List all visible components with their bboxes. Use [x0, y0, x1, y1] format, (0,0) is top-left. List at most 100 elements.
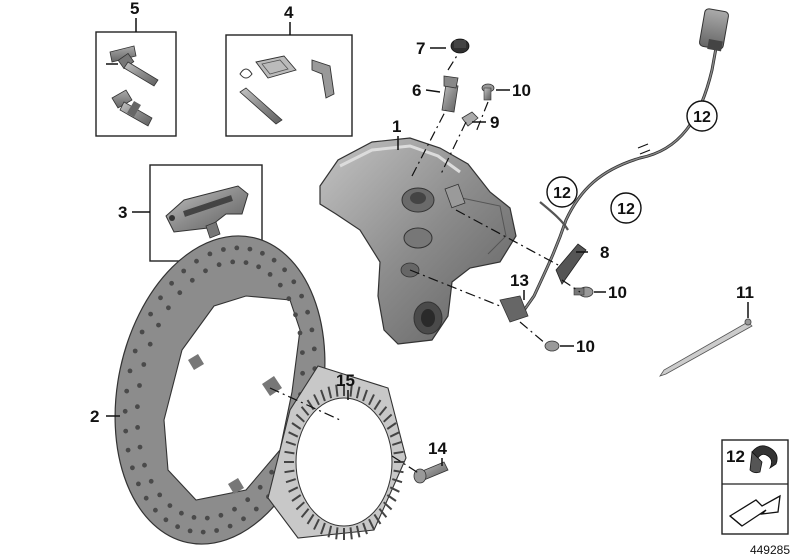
disc-hole — [204, 515, 210, 521]
abs-tooth — [320, 522, 326, 535]
callout-2: 2 — [90, 407, 99, 426]
disc-hole — [286, 296, 292, 302]
abs-tooth — [386, 422, 397, 430]
disc-hole — [127, 368, 133, 374]
bolt-part-5-upper — [109, 45, 159, 87]
sensor-part-8 — [555, 243, 587, 285]
abs-tooth — [389, 486, 400, 493]
abs-tooth — [284, 469, 295, 474]
disc-hole — [157, 492, 163, 498]
callout-8: 8 — [600, 243, 609, 262]
diagram-reference-number: 449285 — [750, 543, 790, 557]
abs-tooth — [393, 469, 404, 474]
inset-callout-12: 12 — [726, 447, 745, 466]
callout-15: 15 — [336, 371, 355, 390]
abs-tooth — [327, 525, 333, 538]
disc-hole — [309, 327, 315, 333]
disc-hole — [267, 272, 273, 277]
disc-hole — [132, 348, 138, 354]
disc-hole — [167, 503, 173, 508]
disc-hole — [189, 277, 195, 283]
disc-hole — [207, 251, 213, 257]
disc-hole — [136, 481, 141, 487]
abs-tooth — [335, 384, 339, 397]
brake-pads-part-3 — [165, 185, 249, 239]
abs-tooth — [288, 486, 299, 493]
disc-hole — [124, 388, 130, 394]
abs-tooth — [362, 522, 368, 535]
abs-tooth — [383, 413, 393, 423]
disc-hole — [291, 279, 297, 285]
disc-hole — [148, 478, 154, 484]
inset-box-part-12 — [721, 439, 789, 535]
disc-hole — [179, 510, 184, 516]
callout-1: 1 — [392, 117, 401, 136]
callout-3: 3 — [118, 203, 127, 222]
disc-hole — [218, 512, 224, 518]
disc-hole — [305, 309, 310, 315]
abs-tooth — [285, 478, 297, 484]
callout-4: 4 — [284, 3, 294, 22]
sensor-cable-part-12 — [499, 8, 729, 323]
callouts: 1 2 3 4 5 6 7 8 9 10 10 10 11 13 14 15 1… — [90, 0, 754, 458]
cable-tie-part-11 — [659, 318, 753, 377]
bolt-part-14 — [413, 461, 449, 484]
disc-hole — [260, 250, 265, 256]
disc-hole — [139, 329, 145, 335]
disc-hole — [147, 341, 153, 347]
abs-tooth — [349, 527, 353, 540]
svg-text:12: 12 — [693, 109, 711, 126]
bleeder-valve-part-6 — [441, 75, 459, 113]
disc-hole — [137, 444, 143, 450]
abs-tooth — [355, 525, 361, 538]
leader-lines — [106, 18, 749, 466]
callout-6: 6 — [412, 81, 421, 100]
disc-hole — [153, 507, 158, 513]
disc-hole — [256, 264, 261, 270]
abs-tooth — [378, 508, 388, 518]
abs-tooth — [300, 406, 310, 416]
disc-hole — [187, 528, 193, 534]
disc-hole — [123, 428, 129, 434]
screw-part-10-upper — [481, 83, 495, 101]
abs-tooth — [284, 450, 295, 455]
disc-hole — [122, 408, 128, 414]
disc-hole — [299, 293, 304, 299]
disc-hole — [311, 346, 317, 352]
disc-hole — [247, 246, 253, 252]
abs-tooth — [393, 450, 404, 455]
callout-10-lower: 10 — [576, 337, 595, 356]
abs-tooth — [320, 389, 326, 402]
disc-hole — [125, 447, 131, 453]
circled-callout-12-left: 12 — [546, 176, 578, 208]
disc-hole — [282, 267, 287, 273]
abs-tooth — [391, 440, 403, 446]
disc-hole — [221, 247, 226, 252]
abs-tooth — [295, 413, 305, 423]
disc-hole — [169, 280, 175, 286]
disc-hole — [297, 330, 303, 336]
disc-hole — [234, 245, 240, 251]
abs-tooth — [288, 431, 299, 438]
disc-hole — [194, 258, 199, 264]
disc-hole — [163, 517, 169, 523]
disc-hole — [137, 383, 142, 388]
disc-hole — [175, 524, 181, 530]
abs-tooth — [355, 386, 361, 399]
disc-hole — [142, 462, 147, 468]
svg-text:12: 12 — [553, 185, 571, 202]
callout-10-middle: 10 — [608, 283, 627, 302]
callout-7: 7 — [416, 39, 425, 58]
disc-hole — [135, 425, 141, 430]
screw-part-10-lower — [544, 340, 560, 352]
callout-10-upper: 10 — [512, 81, 531, 100]
assembly-lines — [269, 53, 581, 475]
clip-part-12-inset — [749, 445, 778, 474]
callout-13: 13 — [510, 271, 529, 290]
disc-hole — [181, 268, 187, 274]
abs-tooth — [373, 399, 382, 411]
disc-hole — [216, 262, 222, 268]
disc-hole — [230, 259, 236, 265]
circled-callout-12-right: 12 — [610, 192, 642, 224]
disc-hole — [277, 282, 283, 288]
